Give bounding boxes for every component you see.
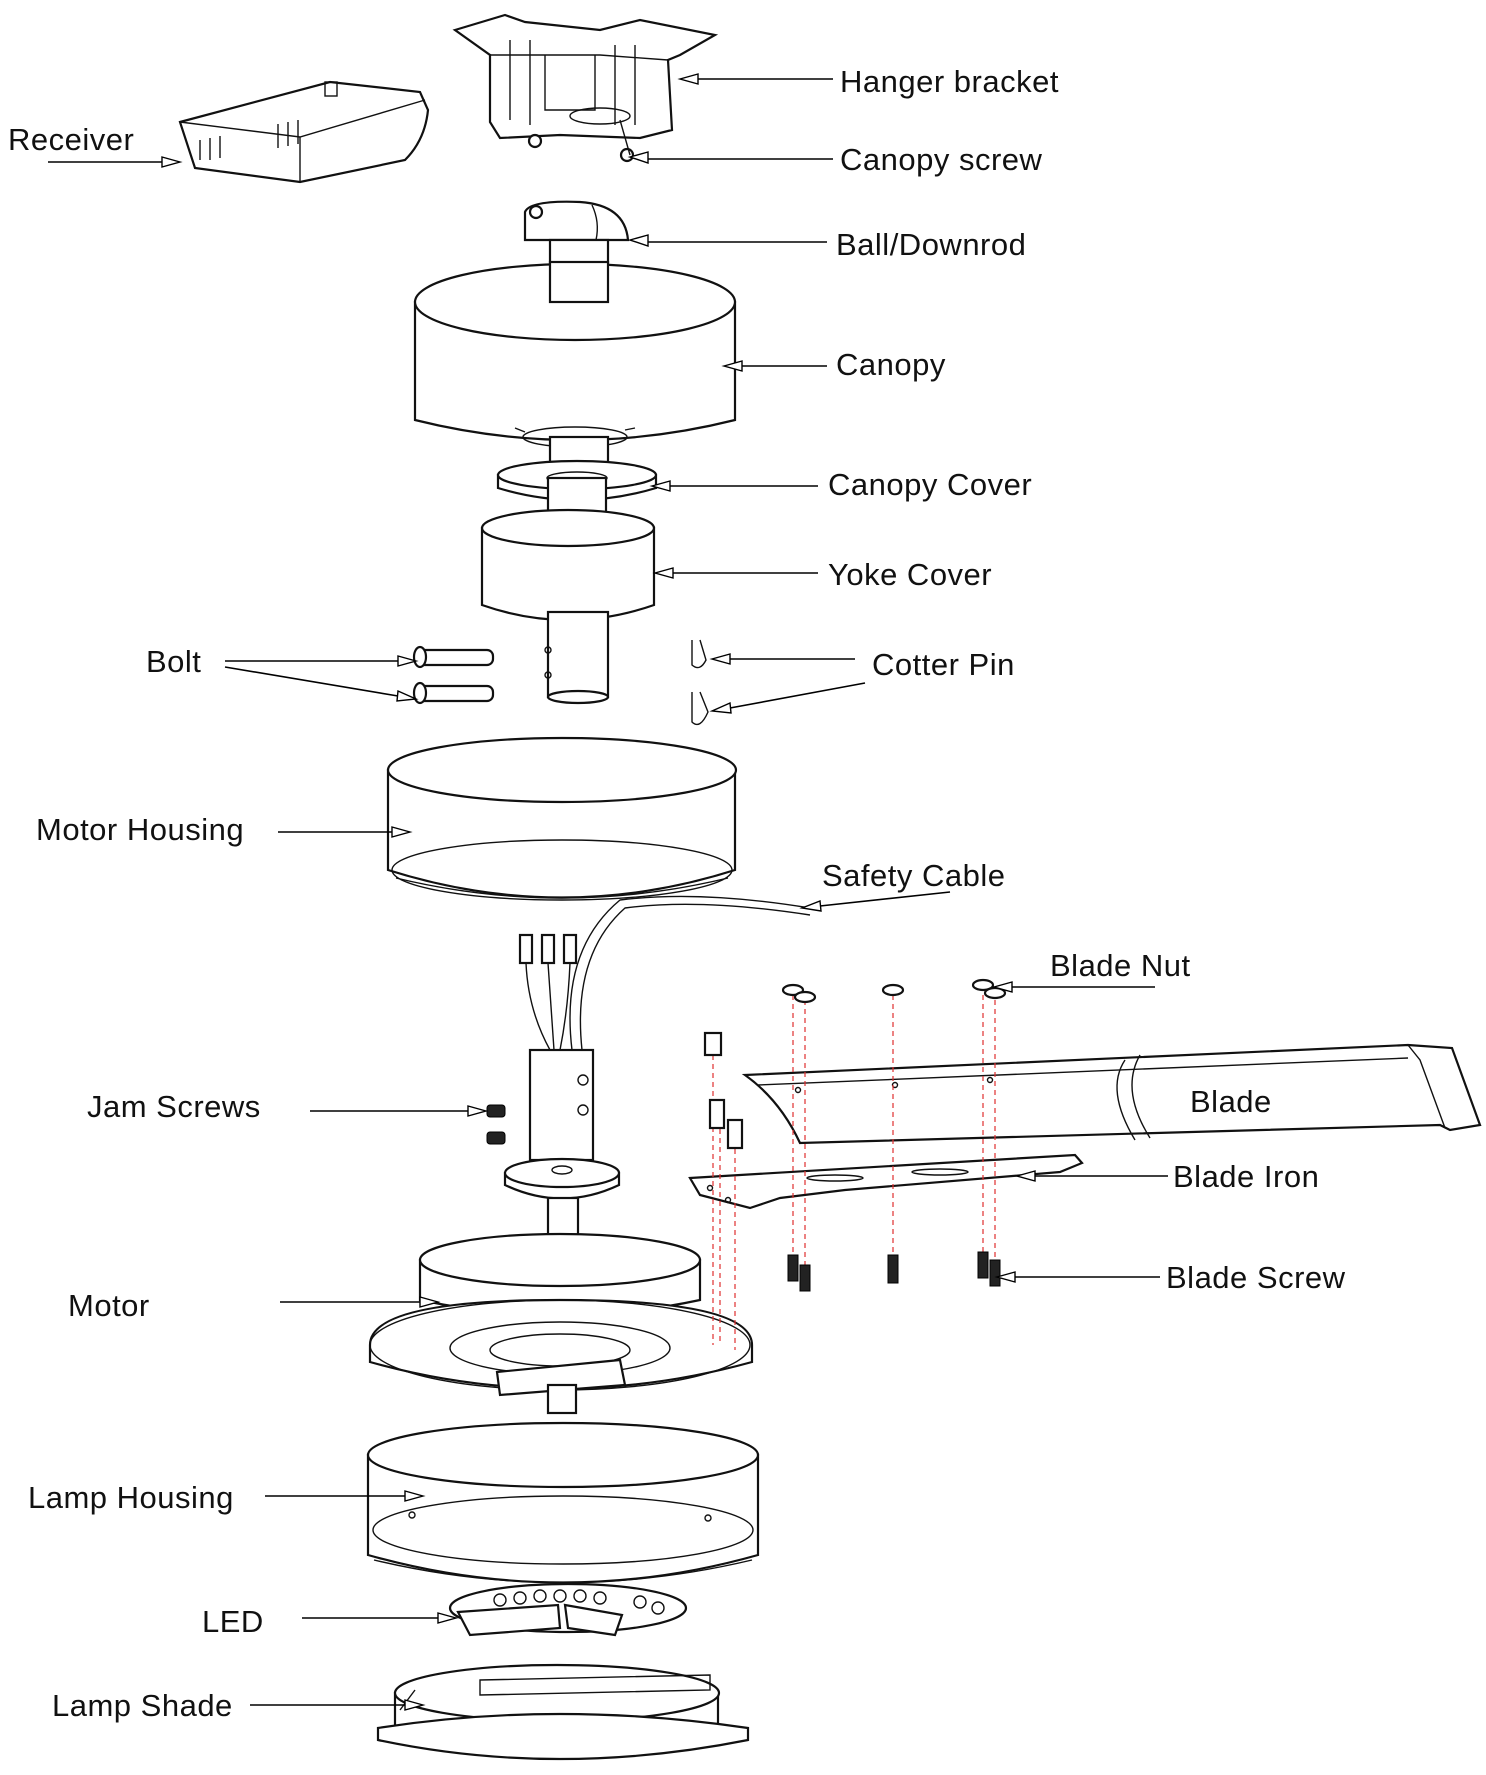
label-led: LED (202, 1604, 264, 1639)
label-yoke-cover: Yoke Cover (828, 557, 992, 592)
label-blade-nut: Blade Nut (1050, 948, 1191, 983)
canopy-part (413, 260, 737, 448)
label-safety-cable: Safety Cable (822, 858, 1006, 893)
label-cotter-pin: Cotter Pin (872, 647, 1015, 682)
label-blade-iron: Blade Iron (1173, 1159, 1319, 1194)
yoke-cover-part (480, 476, 656, 705)
motor-housing-part (386, 736, 738, 901)
labels: Receiver Hanger bracket Canopy screw Bal… (8, 64, 1346, 1723)
motor-hub-part (503, 1048, 621, 1255)
bolt-part (412, 645, 495, 705)
motor-part (368, 1232, 754, 1415)
label-canopy-cover: Canopy Cover (828, 467, 1032, 502)
blade-screw-part (787, 1251, 1001, 1292)
label-blade: Blade (1190, 1084, 1272, 1119)
label-hanger-bracket: Hanger bracket (840, 64, 1059, 99)
leader-lines (48, 73, 1168, 1711)
label-bolt: Bolt (146, 644, 201, 679)
label-lamp-shade: Lamp Shade (52, 1688, 233, 1723)
label-canopy-screw: Canopy screw (840, 142, 1043, 177)
label-canopy: Canopy (836, 347, 946, 382)
receiver-part (178, 80, 430, 184)
blade-iron-part (688, 1153, 1084, 1210)
wires-part (518, 895, 811, 1051)
led-part (448, 1582, 688, 1637)
lamp-shade-part (376, 1663, 750, 1761)
blade-nut-part (781, 978, 1007, 1004)
label-lamp-housing: Lamp Housing (28, 1480, 234, 1515)
label-receiver: Receiver (8, 122, 134, 157)
cotter-pin-part (691, 639, 709, 726)
label-motor-housing: Motor Housing (36, 812, 244, 847)
jam-screws-part (486, 1104, 506, 1145)
label-motor: Motor (68, 1288, 150, 1323)
label-jam-screws: Jam Screws (87, 1089, 261, 1124)
label-blade-screw: Blade Screw (1166, 1260, 1346, 1295)
lamp-housing-part (366, 1421, 760, 1584)
blade-part (741, 1043, 1482, 1145)
small-screws-part (703, 1031, 744, 1150)
label-ball-downrod: Ball/Downrod (836, 227, 1026, 262)
hanger-bracket-part (452, 13, 719, 163)
